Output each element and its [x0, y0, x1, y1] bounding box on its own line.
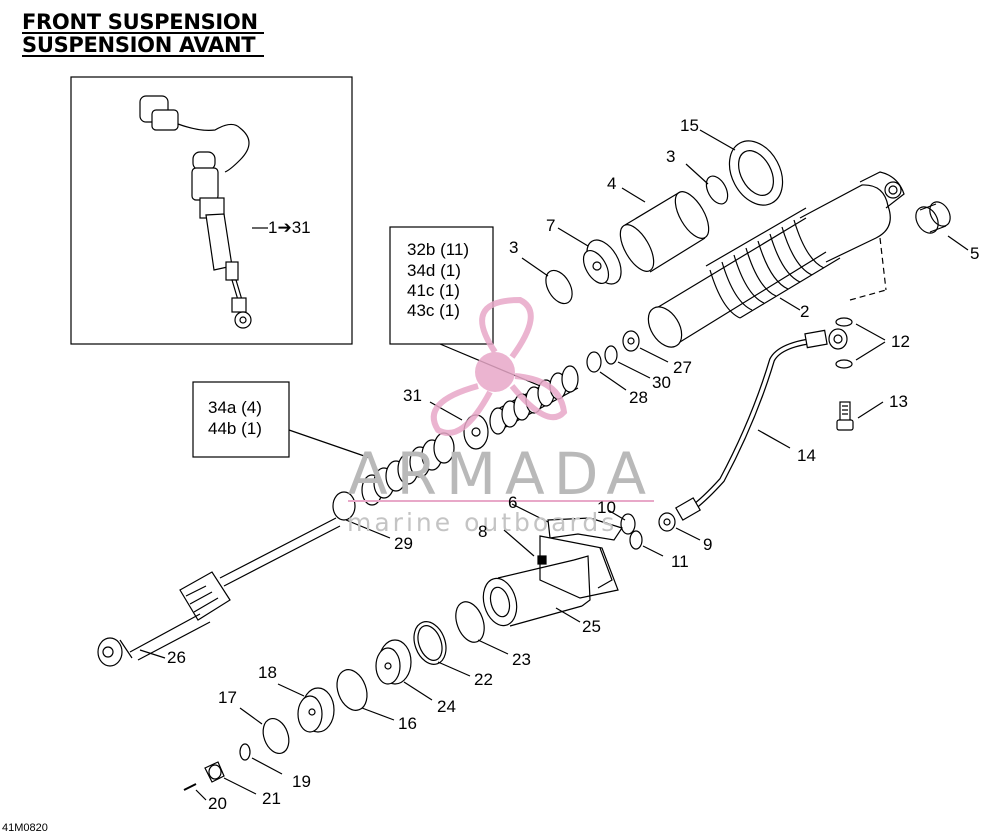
- title-underline: [22, 55, 264, 57]
- callout-15: 15: [680, 116, 699, 135]
- callout-23: 23: [512, 650, 531, 669]
- inset-range-label: 1➔31: [268, 218, 311, 237]
- part-19-oring: [239, 743, 251, 761]
- part-24-floating-piston: [375, 639, 412, 685]
- callout-28: 28: [629, 388, 648, 407]
- part-12-washer-bottom: [835, 359, 853, 369]
- part-29-washer: [332, 491, 356, 521]
- watermark-brand: ARMADA: [348, 440, 656, 508]
- callout-2: 2: [800, 302, 810, 321]
- callout-11: 11: [671, 552, 689, 571]
- part-12-washer-top: [835, 317, 853, 327]
- part-28-washer: [586, 351, 602, 373]
- callout-6: 6: [508, 493, 518, 512]
- callout-17: 17: [218, 688, 237, 707]
- part-30-washer: [604, 345, 618, 365]
- watermark-propeller-logo: [430, 296, 568, 436]
- title-underline: [22, 32, 264, 34]
- part-34a-shim-stack: [361, 432, 455, 506]
- part-10-oring: [620, 513, 636, 535]
- part-6-reservoir-head: [537, 517, 623, 599]
- part-17-oring: [262, 717, 290, 755]
- callout-10: 10: [597, 498, 616, 517]
- part-21-valve: [204, 761, 225, 783]
- part-23-snap-ring: [455, 601, 485, 643]
- callout-3: 3: [509, 238, 519, 257]
- part-7-cap: [582, 239, 622, 285]
- callout-9: 9: [703, 535, 713, 554]
- box-a-line: 34d (1): [407, 261, 461, 280]
- callout-7: 7: [546, 216, 556, 235]
- callout-27: 27: [673, 358, 692, 377]
- part-16-oring: [336, 669, 368, 711]
- part-2-shock-body: [647, 171, 905, 348]
- part-25-cylinder: [482, 555, 591, 627]
- part-3-oring-lower: [545, 269, 573, 305]
- box-b-line: 34a (4): [208, 398, 262, 417]
- callout-16: 16: [398, 714, 417, 733]
- box-a-frame: [389, 226, 494, 345]
- callout-25: 25: [582, 617, 601, 636]
- part-27-nut: [622, 330, 640, 352]
- box-b-line: 44b (1): [208, 419, 262, 438]
- callout-30: 30: [652, 373, 671, 392]
- title-french: SUSPENSION AVANT: [22, 33, 256, 57]
- part-5-bushing: [915, 201, 951, 234]
- callout-20: 20: [208, 794, 227, 813]
- title-english: FRONT SUSPENSION: [22, 10, 258, 34]
- callout-4: 4: [607, 174, 617, 193]
- callout-24: 24: [437, 697, 456, 716]
- part-20-screw: [183, 783, 197, 791]
- callout-5: 5: [970, 244, 980, 263]
- callout-8: 8: [478, 522, 488, 541]
- part-18-end-cap: [297, 687, 335, 733]
- callout-13: 13: [889, 392, 908, 411]
- box-a-line: 32b (11): [407, 240, 470, 259]
- part-3-oring-upper: [705, 175, 729, 205]
- inset-shock-assembly: [139, 95, 252, 329]
- callout-22: 22: [474, 670, 493, 689]
- watermark-tagline: marine outboards: [347, 508, 618, 537]
- part-4-cylinder: [619, 191, 710, 273]
- part-15-snap-ring: [728, 140, 784, 206]
- callout-18: 18: [258, 663, 277, 682]
- part-26-shaft: [97, 517, 341, 667]
- part-9-nut: [658, 512, 676, 532]
- part-11-oring: [629, 530, 643, 550]
- box-b-frame: [192, 381, 290, 458]
- callout-21: 21: [262, 789, 281, 808]
- inset-frame: [70, 76, 353, 345]
- callout-26: 26: [167, 648, 186, 667]
- box-a-line: 41c (1): [407, 281, 460, 300]
- box-a-line: 43c (1): [407, 301, 460, 320]
- part-14-hose: [675, 328, 848, 521]
- callout-19: 19: [292, 772, 311, 791]
- part-22-ring: [413, 621, 447, 665]
- callout-14: 14: [797, 446, 816, 465]
- callout-29: 29: [394, 534, 413, 553]
- callout-31: 31: [403, 386, 422, 405]
- drawing-code: 41M0820: [2, 822, 48, 834]
- part-13-bolt: [836, 401, 854, 431]
- callout-3: 3: [666, 147, 676, 166]
- callout-12: 12: [891, 332, 910, 351]
